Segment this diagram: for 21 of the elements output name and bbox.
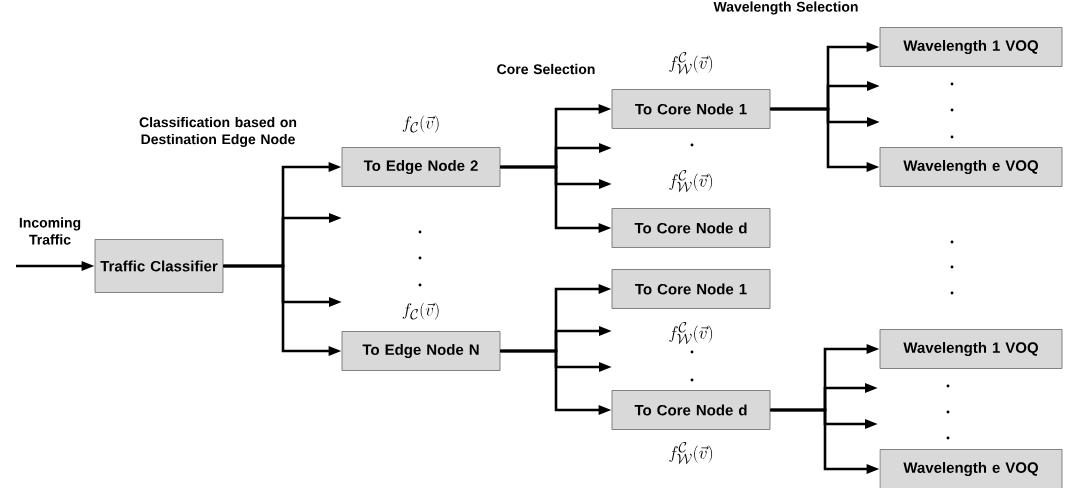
formula: $f^{\mathcal{C}}_{\mathcal{W}}(\vec{v})$	[669, 322, 713, 345]
process-box: To Core Node d	[611, 208, 771, 248]
process-box: To Core Node 1	[611, 269, 771, 309]
formula: $f^{\mathcal{C}}_{\mathcal{W}}(\vec{v})$	[669, 170, 713, 193]
process-box: To Edge Node 2	[341, 147, 501, 187]
process-box: Wavelength e VOQ	[879, 449, 1063, 488]
process-box: Wavelength e VOQ	[879, 147, 1063, 187]
process-box: To Edge Node N	[341, 331, 501, 371]
heading: Classification based on Destination Edge Node	[139, 116, 297, 148]
formula: $f_{\mathcal{C}}(\vec{v})$	[402, 302, 439, 320]
process-box: Wavelength 1 VOQ	[879, 329, 1063, 369]
heading: Wavelength Selection	[713, 1, 858, 15]
heading: Incoming Traffic	[19, 217, 81, 245]
formula: $f^{\mathcal{C}}_{\mathcal{W}}(\vec{v})$	[669, 442, 713, 465]
process-box: To Core Node d	[611, 390, 771, 430]
formula: $f_{\mathcal{C}}(\vec{v})$	[402, 115, 439, 133]
formula: $f^{\mathcal{C}}_{\mathcal{W}}(\vec{v})$	[669, 52, 713, 75]
heading: Core Selection	[497, 63, 595, 75]
process-box: Traffic Classifier	[94, 239, 224, 293]
process-box: Wavelength 1 VOQ	[879, 27, 1063, 67]
process-box: To Core Node 1	[611, 89, 771, 129]
